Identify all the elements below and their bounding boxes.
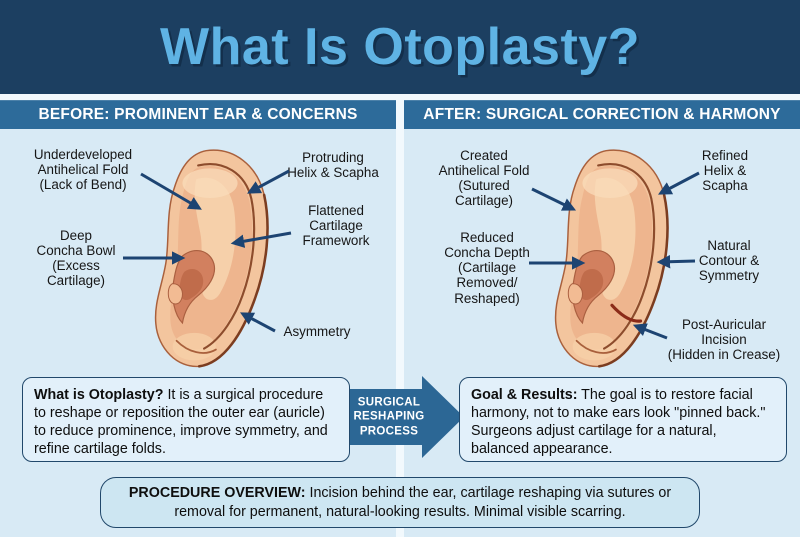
procedure-overview-text: PROCEDURE OVERVIEW: Incision behind the …: [121, 484, 679, 521]
ear-lobe: [172, 332, 216, 361]
right-arrow-shape: [350, 376, 464, 458]
what-is-otoplasty-body: It is a surgical procedure to reshape or…: [34, 387, 328, 458]
after-panel-title: AFTER: SURGICAL CORRECTION & HARMONY: [423, 105, 781, 123]
surgical-reshaping-arrow: SURGICAL RESHAPING PROCESS: [350, 376, 464, 458]
label-refined-helix-scapha: Refined Helix & Scapha: [701, 148, 749, 194]
what-is-otoplasty-box: What is Otoplasty? It is a surgical proc…: [22, 377, 350, 462]
before-panel-header: BEFORE: PROMINENT EAR & CONCERNS: [0, 100, 396, 129]
what-is-otoplasty-lead: What is Otoplasty?: [34, 387, 164, 403]
label-flattened-cartilage-framework: Flattened Cartilage Framework: [302, 203, 370, 249]
ear-outline-accent: [197, 193, 269, 368]
procedure-overview-lead: PROCEDURE OVERVIEW:: [128, 484, 306, 501]
procedure-overview-body: Incision behind the ear, cartilage resha…: [174, 484, 672, 520]
ear-concha-deep: [179, 269, 204, 301]
title-banner: What Is Otoplasty?: [0, 0, 800, 94]
post-auricular-incision-mark: [610, 303, 643, 323]
before-panel-title: BEFORE: PROMINENT EAR & CONCERNS: [38, 105, 358, 123]
surgical-reshaping-label: SURGICAL RESHAPING PROCESS: [353, 396, 425, 438]
goal-results-lead: Goal & Results:: [471, 387, 578, 403]
ear-helix-line: [197, 163, 256, 350]
after-ear-illustration: [554, 149, 669, 368]
before-ear-illustration: [154, 149, 269, 368]
label-reduced-concha-depth: Reduced Concha Depth (Cartilage Removed/…: [444, 230, 530, 306]
ear-outline-accent: [597, 193, 669, 368]
ear-tragus: [567, 283, 583, 305]
ear-highlight: [182, 168, 238, 198]
ear-tragus: [167, 283, 183, 305]
goal-results-body: The goal is to restore facial harmony, n…: [471, 387, 766, 458]
ear-lobe-crease: [575, 339, 617, 354]
label-deep-concha-bowl: Deep Concha Bowl (Excess Cartilage): [36, 228, 116, 289]
label-natural-contour-symmetry: Natural Contour & Symmetry: [698, 238, 760, 284]
label-created-antihelical-fold: Created Antihelical Fold (Sutured Cartil…: [438, 148, 530, 209]
vertical-panel-divider: [396, 94, 404, 537]
ear-concha-deep: [579, 269, 604, 301]
ear-lobe-crease: [175, 339, 217, 354]
label-protruding-helix-scapha: Protruding Helix & Scapha: [287, 150, 379, 181]
after-panel-header: AFTER: SURGICAL CORRECTION & HARMONY: [404, 100, 800, 129]
ear-helix-line: [597, 163, 656, 350]
label-post-auricular-incision: Post-Auricular Incision (Hidden in Creas…: [667, 317, 781, 363]
goal-results-box: Goal & Results: The goal is to restore f…: [459, 377, 787, 462]
ear-lobe: [572, 332, 616, 361]
page-title: What Is Otoplasty?: [160, 18, 640, 76]
ear-highlight: [582, 168, 638, 198]
label-underdeveloped-antihelical-fold: Underdeveloped Antihelical Fold (Lack of…: [33, 147, 133, 193]
procedure-overview-bar: PROCEDURE OVERVIEW: Incision behind the …: [100, 477, 700, 528]
label-asymmetry: Asymmetry: [283, 324, 351, 339]
